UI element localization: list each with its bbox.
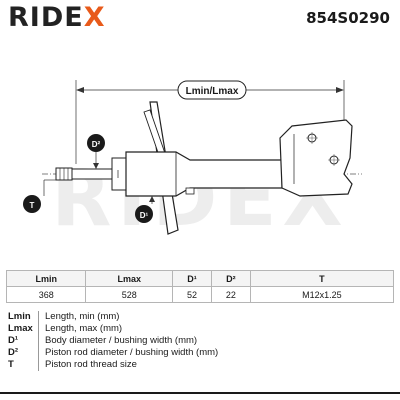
legend-item: Lmin Length, min (mm) <box>8 311 218 323</box>
legend-key: D¹ <box>8 335 19 346</box>
bottom-rule <box>0 392 400 394</box>
table-header-cell: Lmin <box>5 270 87 287</box>
legend-desc: Length, min (mm) <box>45 311 120 322</box>
callout-d2-label: D² <box>92 140 101 149</box>
table-cell: M12x1.25 <box>249 286 395 303</box>
legend-item: D¹ Body diameter / bushing width (mm) <box>8 335 218 347</box>
damper-body <box>125 151 283 197</box>
table-header-cell: D¹ <box>172 270 212 287</box>
brand-text: RIDE <box>8 2 84 33</box>
legend-key: Lmax <box>8 323 33 334</box>
callout-d1-label: D¹ <box>140 211 149 220</box>
legend-item: D² Piston rod diameter / bushing width (… <box>8 347 218 359</box>
table-cell: 368 <box>5 286 87 303</box>
table-header-cell: T <box>249 270 395 287</box>
callout-d1 <box>135 205 153 223</box>
brand-logo: RIDEX <box>8 4 106 32</box>
callout-d2 <box>87 134 105 152</box>
dimension-arrow-right <box>336 87 344 93</box>
mounting-bracket <box>279 119 353 197</box>
legend: Lmin Length, min (mm) Lmax Length, max (… <box>8 311 218 371</box>
header: RIDEX 854S0290 <box>0 0 400 34</box>
legend-desc: Body diameter / bushing width (mm) <box>45 335 198 346</box>
shock-absorber-diagram: Lmin/Lmax D² <box>23 80 362 235</box>
callout-t-label: T <box>30 201 35 210</box>
legend-key: D² <box>8 347 19 358</box>
legend-item: Lmax Length, max (mm) <box>8 323 218 335</box>
legend-item: T Piston rod thread size <box>8 359 218 371</box>
legend-desc: Piston rod diameter / bushing width (mm) <box>45 347 219 358</box>
table-header-cell: D² <box>210 270 251 287</box>
legend-key: Lmin <box>8 311 31 322</box>
technical-drawing: RIDEX Lmin/Lmax <box>0 34 400 268</box>
table-row: 368 528 52 22 M12x1.25 <box>5 286 395 303</box>
table-header-row: Lmin Lmax D¹ D² T <box>5 270 395 287</box>
part-number: 854S0290 <box>306 9 390 27</box>
legend-key: T <box>8 359 14 370</box>
brand-accent: X <box>83 2 106 33</box>
legend-desc: Length, max (mm) <box>45 323 123 334</box>
piston-rod <box>71 168 119 180</box>
table-cell: 22 <box>210 286 251 303</box>
dimension-label: Lmin/Lmax <box>186 86 239 97</box>
specification-table: Lmin Lmax D¹ D² T 368 528 52 22 M12x1.25 <box>5 270 395 303</box>
table-cell: 528 <box>85 286 174 303</box>
top-cap <box>111 157 127 191</box>
table-header-cell: Lmax <box>85 270 174 287</box>
dimension-label-box <box>177 80 247 100</box>
table-cell: 52 <box>172 286 212 303</box>
dimension-arrow-left <box>76 87 84 93</box>
legend-desc: Piston rod thread size <box>45 359 137 370</box>
callout-t <box>23 195 41 213</box>
